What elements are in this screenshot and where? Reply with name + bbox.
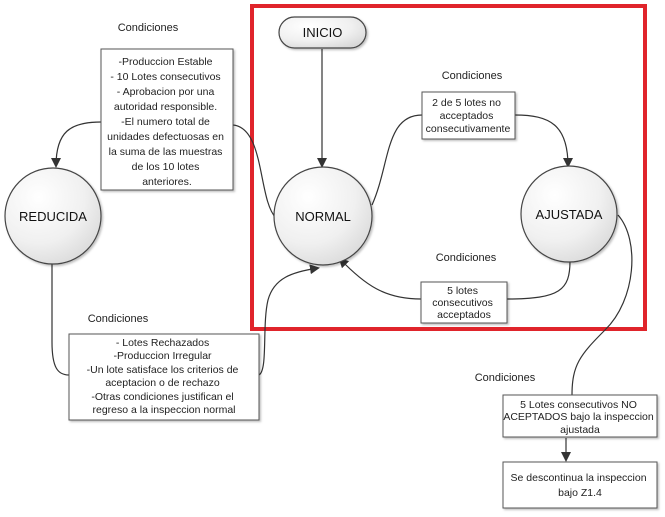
- state-ajustada[interactable]: AJUSTADA: [520, 165, 618, 263]
- box-line: - Aprobacion por una: [117, 86, 215, 98]
- start-node[interactable]: INICIO: [278, 16, 367, 49]
- box-line: 2 de 5 lotes no: [432, 97, 501, 109]
- state-reducida-label: REDUCIDA: [19, 209, 87, 224]
- svg-text:Se descontinua la inspeccion: Se descontinua la inspeccion bajo Z1.4: [511, 472, 650, 499]
- box-line: ajustada: [560, 424, 600, 436]
- line-normal-to-box-reducida: [232, 124, 277, 219]
- svg-text:5 Lotes consecutivos NO: 5 Lotes consecutivos NO ACEPTADOS bajo l…: [503, 399, 656, 436]
- box-line: regreso a la inspeccion normal: [93, 404, 236, 416]
- condition-box-to-reducida: -Produccion Estable - 10 Lotes consecuti…: [100, 48, 234, 191]
- condition-box-ajustada-exit: 5 Lotes consecutivos NO ACEPTADOS bajo l…: [502, 394, 658, 438]
- box-line: consecutivamente: [426, 123, 511, 135]
- box-line: - Lotes Rechazados: [116, 337, 209, 349]
- condition-box-reducida-to-normal: - Lotes Rechazados -Produccion Irregular…: [68, 333, 260, 421]
- box-line: bajo Z1.4: [558, 487, 602, 499]
- box-line: la suma de las muestras: [109, 146, 223, 158]
- connectors: [51, 49, 633, 462]
- box-line: consecutivos: [432, 297, 493, 309]
- box-line: ACEPTADOS bajo la inspeccion: [503, 411, 654, 423]
- state-normal-label: NORMAL: [295, 209, 351, 224]
- box-line: -Produccion Estable: [119, 56, 213, 68]
- conditions-heading-ajustada: Condiciones: [442, 70, 503, 82]
- line-ajustada-to-exit-box: [571, 214, 633, 396]
- box-line: -Otras condiciones justifican el: [91, 391, 233, 403]
- box-line: 5 Lotes consecutivos NO: [520, 399, 637, 411]
- box-line: autoridad responsible.: [114, 101, 217, 113]
- conditions-heading-reducida-return: Condiciones: [88, 313, 149, 325]
- box-line: Se descontinua la inspeccion: [511, 472, 647, 484]
- highlight-frame: [250, 4, 647, 331]
- box-line: aceptacion o de rechazo: [105, 377, 220, 389]
- discontinue-box: Se descontinua la inspeccion bajo Z1.4: [502, 461, 658, 509]
- line-ajustada-to-box-normal: [506, 260, 571, 300]
- box-line: -El numero total de: [121, 116, 210, 128]
- conditions-heading-reducida: Condiciones: [118, 22, 179, 34]
- svg-text:-Produccion Estable - 10: -Produccion Estable - 10 Lotes consecuti…: [107, 56, 227, 188]
- condition-box-to-ajustada: 2 de 5 lotes no acceptados consecutivame…: [421, 91, 516, 140]
- arrow-box-to-normal-from-reducida: [258, 264, 320, 376]
- conditions-heading-exit: Condiciones: [475, 372, 536, 384]
- state-ajustada-label: AJUSTADA: [536, 207, 603, 222]
- box-line: unidades defectuosas en: [107, 131, 224, 143]
- box-line: -Produccion Irregular: [114, 350, 213, 362]
- svg-text:5 lotes consecutivos: 5 lotes consecutivos acceptados: [432, 285, 496, 321]
- condition-box-ajustada-to-normal: 5 lotes consecutivos acceptados: [420, 281, 508, 324]
- box-line: anteriores.: [142, 176, 192, 188]
- start-node-label: INICIO: [303, 25, 343, 40]
- state-normal[interactable]: NORMAL: [273, 166, 373, 266]
- state-reducida[interactable]: REDUCIDA: [4, 167, 102, 265]
- line-reducida-to-box-normal: [51, 264, 70, 376]
- arrow-box-to-ajustada: [514, 114, 573, 168]
- svg-text:- Lotes Rechazados -Prod: - Lotes Rechazados -Produccion Irregular…: [87, 337, 242, 416]
- arrow-box-to-normal: [338, 257, 422, 300]
- box-line: acceptados: [437, 309, 491, 321]
- box-line: - 10 Lotes consecutivos: [110, 71, 220, 83]
- svg-text:2 de 5 lotes no acceptad: 2 de 5 lotes no acceptados consecutivame…: [426, 97, 511, 135]
- box-line: de los 10 lotes: [132, 161, 200, 173]
- line-normal-to-box-ajustada: [371, 114, 423, 206]
- arrow-box-to-reducida: [51, 121, 102, 168]
- box-line: -Un lote satisface los criterios de: [87, 364, 239, 376]
- box-line: acceptados: [440, 110, 494, 122]
- conditions-heading-normal-return: Condiciones: [436, 252, 497, 264]
- box-line: 5 lotes: [447, 285, 478, 297]
